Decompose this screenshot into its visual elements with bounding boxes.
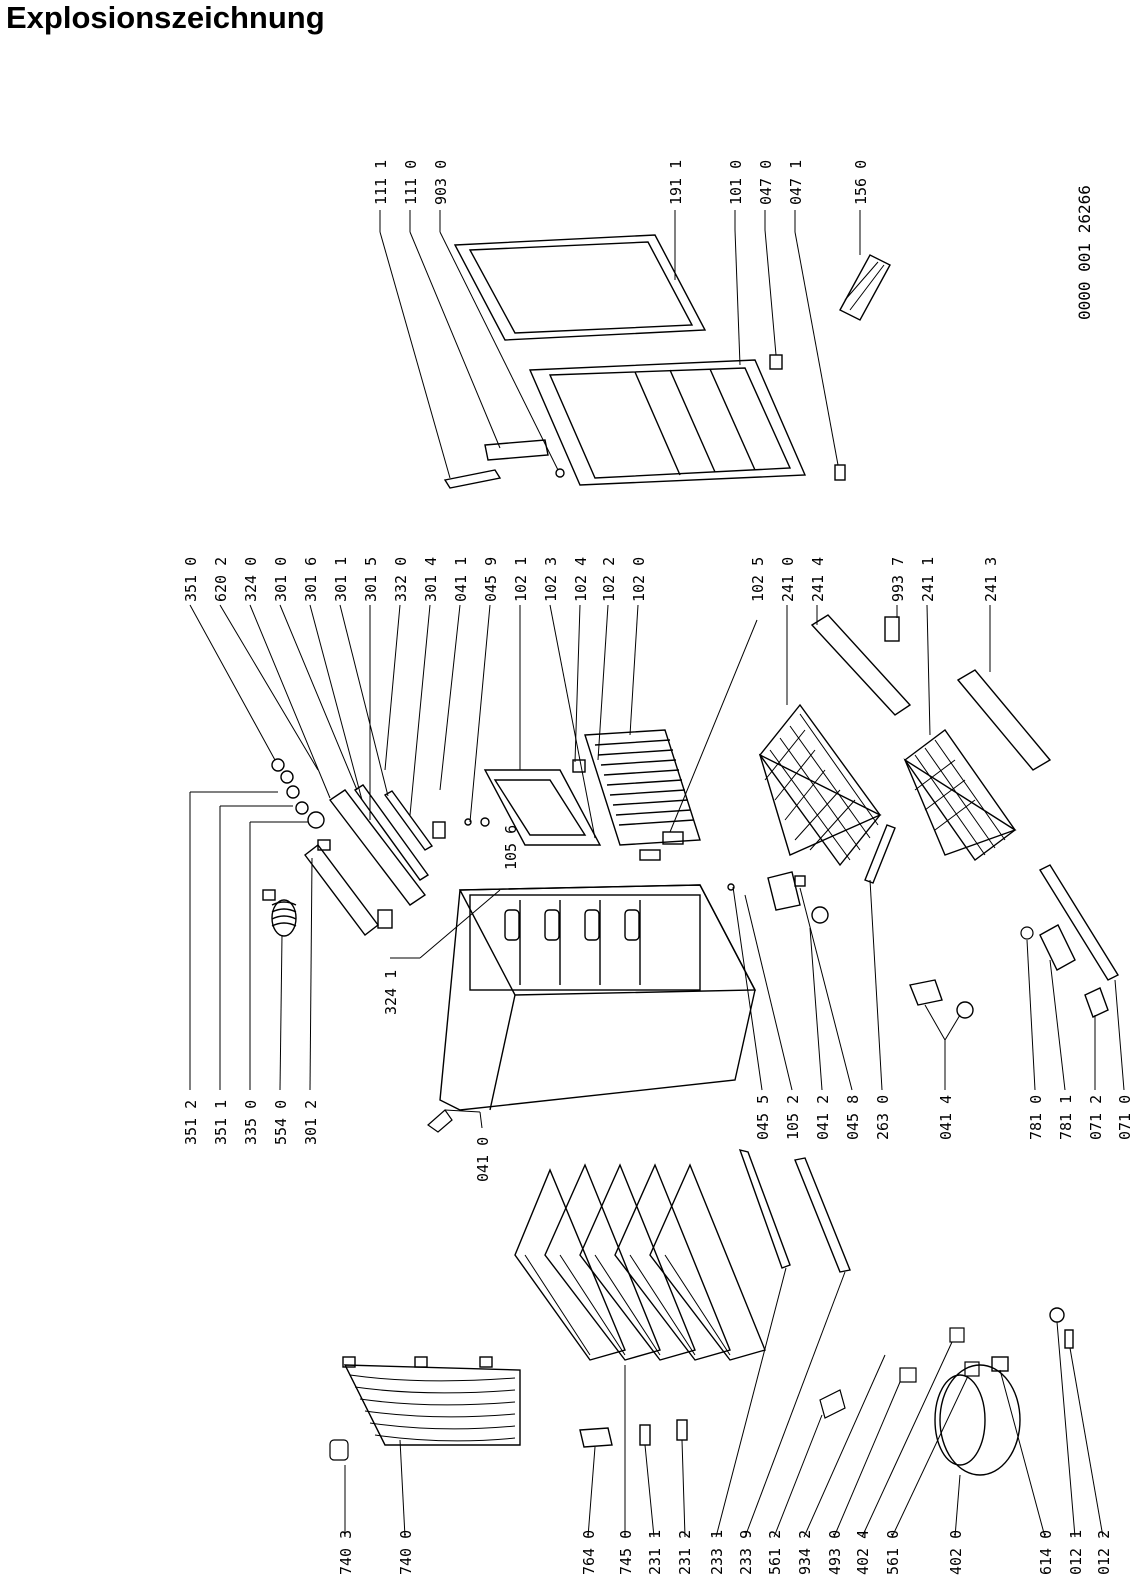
label-102-2: 102 2	[600, 557, 618, 602]
label-934-2: 934 2	[796, 1530, 814, 1575]
label-351-0: 351 0	[182, 557, 200, 602]
leader-lines	[189, 210, 1125, 1538]
label-012-1: 012 1	[1067, 1530, 1085, 1575]
label-241-3: 241 3	[982, 557, 1000, 602]
label-041-1: 041 1	[452, 557, 470, 602]
relay-parts	[819, 1327, 980, 1419]
label-301-1: 301 1	[332, 557, 350, 602]
label-105-6: 105 6	[502, 825, 520, 870]
label-764-0: 764 0	[580, 1530, 598, 1575]
label-493-0: 493 0	[826, 1530, 844, 1575]
label-332-0: 332 0	[392, 557, 410, 602]
evaporator-grids	[514, 1163, 766, 1361]
page-title: Explosionszeichnung	[6, 0, 325, 35]
label-071-2: 071 2	[1087, 1095, 1105, 1140]
cabinet-body	[439, 884, 757, 1111]
label-045-5: 045 5	[754, 1095, 772, 1140]
label-102-0: 102 0	[630, 557, 648, 602]
evaporator-cover	[584, 729, 701, 861]
label-781-1: 781 1	[1057, 1095, 1075, 1140]
label-156-0: 156 0	[852, 160, 870, 205]
hinge-bracket-part	[427, 1109, 453, 1133]
label-301-4: 301 4	[422, 557, 440, 602]
label-047-1: 047 1	[787, 160, 805, 205]
label-351-2: 351 2	[182, 1100, 200, 1145]
label-335-0: 335 0	[242, 1100, 260, 1145]
label-233-9: 233 9	[737, 1530, 755, 1575]
door-gasket	[453, 234, 707, 341]
label-903-0: 903 0	[432, 160, 450, 205]
lower-hinge	[909, 979, 974, 1019]
plinth-grille	[1020, 864, 1119, 1018]
label-231-2: 231 2	[676, 1530, 694, 1575]
label-041-2: 041 2	[814, 1095, 832, 1140]
label-402-4: 402 4	[854, 1530, 872, 1575]
label-781-0: 781 0	[1027, 1095, 1045, 1140]
wire-basket-lower	[903, 729, 1017, 861]
wire-basket-upper	[758, 703, 882, 867]
label-554-0: 554 0	[272, 1100, 290, 1145]
label-402-0: 402 0	[947, 1530, 965, 1575]
part-number-labels: 740 3 740 0 764 0 745 0 231 1 231 2 233 …	[182, 160, 1134, 1575]
label-561-0: 561 0	[884, 1530, 902, 1575]
label-301-6: 301 6	[302, 557, 320, 602]
label-324-0: 324 0	[242, 557, 260, 602]
label-233-1: 233 1	[708, 1530, 726, 1575]
freezer-door	[528, 359, 807, 486]
screws	[432, 616, 900, 891]
label-620-2: 620 2	[212, 557, 230, 602]
label-740-3: 740 3	[337, 1530, 355, 1575]
label-111-1: 111 1	[372, 160, 390, 205]
ice-cube-tray	[839, 254, 891, 321]
condenser	[329, 1356, 521, 1461]
label-105-2: 105 2	[784, 1095, 802, 1140]
label-301-0: 301 0	[272, 557, 290, 602]
label-561-2: 561 2	[766, 1530, 784, 1575]
label-241-1: 241 1	[919, 557, 937, 602]
label-993-7: 993 7	[889, 557, 907, 602]
label-301-5: 301 5	[362, 557, 380, 602]
control-panel-strip	[304, 784, 434, 936]
thermostat-knobs	[262, 758, 331, 937]
label-041-0: 041 0	[474, 1137, 492, 1182]
connecting-tubes	[738, 1149, 851, 1273]
pipe-clips	[639, 1419, 688, 1446]
label-745-0: 745 0	[617, 1530, 635, 1575]
label-351-1: 351 1	[212, 1100, 230, 1145]
label-047-0: 047 0	[757, 160, 775, 205]
label-045-8: 045 8	[844, 1095, 862, 1140]
door-handle-parts	[443, 354, 846, 489]
label-045-9: 045 9	[482, 557, 500, 602]
label-102-5: 102 5	[749, 557, 767, 602]
label-102-1: 102 1	[512, 557, 530, 602]
label-740-0: 740 0	[397, 1530, 415, 1575]
compressor-fittings	[1049, 1307, 1074, 1349]
label-102-4: 102 4	[572, 557, 590, 602]
label-071-0: 071 0	[1116, 1095, 1134, 1140]
label-191-1: 191 1	[667, 160, 685, 205]
label-241-0: 241 0	[779, 557, 797, 602]
label-012-2: 012 2	[1095, 1530, 1113, 1575]
label-301-2: 301 2	[302, 1100, 320, 1145]
label-101-0: 101 0	[727, 160, 745, 205]
label-324-1: 324 1	[382, 970, 400, 1015]
middle-hinge	[767, 871, 829, 924]
label-041-4: 041 4	[937, 1095, 955, 1140]
sealing-strip	[864, 824, 896, 884]
inner-door-frame	[483, 769, 602, 846]
label-263-0: 263 0	[874, 1095, 892, 1140]
label-614-0: 614 0	[1037, 1530, 1055, 1575]
basket-front-panels	[810, 614, 1052, 771]
label-111-0: 111 0	[402, 160, 420, 205]
label-231-1: 231 1	[646, 1530, 664, 1575]
filter-drier	[579, 1427, 613, 1448]
label-102-3: 102 3	[542, 557, 560, 602]
label-241-4: 241 4	[809, 557, 827, 602]
drawing-code: 0000 001 26266	[1075, 185, 1094, 320]
